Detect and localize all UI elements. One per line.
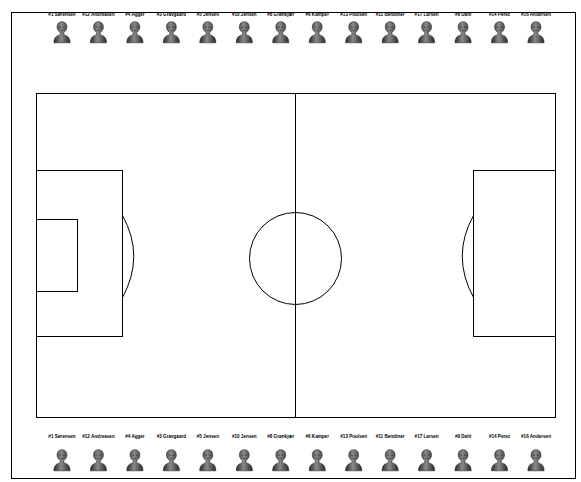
player-name: #1 Sørensen bbox=[48, 434, 75, 440]
player-bust bbox=[163, 22, 179, 43]
player-bust bbox=[127, 450, 143, 471]
player-bust bbox=[346, 450, 362, 471]
player-name: #12 Andreasen bbox=[82, 434, 115, 440]
player-name: #17 Larsen bbox=[415, 12, 439, 18]
player-bust bbox=[127, 22, 143, 43]
player-name: #4 Agger bbox=[125, 12, 145, 18]
player-bust bbox=[491, 450, 507, 471]
player-name: #11 Bendtner bbox=[376, 434, 405, 440]
player-name: #9 Dahl bbox=[455, 12, 471, 18]
player-bust bbox=[54, 450, 70, 471]
player-bust bbox=[528, 22, 544, 43]
player-bust bbox=[382, 22, 398, 43]
player-bust bbox=[382, 450, 398, 471]
player-name: #14 Perez bbox=[489, 434, 510, 440]
player-bust bbox=[455, 450, 471, 471]
player-name: #16 Andersen bbox=[521, 434, 551, 440]
page-border bbox=[12, 13, 576, 479]
player-bust bbox=[309, 450, 325, 471]
player-name: #14 Perez bbox=[489, 12, 510, 18]
player-bust bbox=[273, 450, 289, 471]
player-bust bbox=[236, 22, 252, 43]
player-name: #10 Jensen bbox=[232, 434, 257, 440]
player-bust bbox=[419, 450, 435, 471]
player-name: #5 Jensen bbox=[197, 434, 219, 440]
player-name: #12 Andreasen bbox=[82, 12, 115, 18]
pitch-lines bbox=[37, 94, 556, 418]
player-name: #5 Jensen bbox=[197, 12, 219, 18]
player-bust bbox=[200, 450, 216, 471]
player-name: #10 Jensen bbox=[232, 12, 257, 18]
player-name: #13 Poulsen bbox=[340, 434, 367, 440]
player-bust bbox=[528, 450, 544, 471]
player-name: #6 Kamper bbox=[305, 434, 329, 440]
player-bust bbox=[273, 22, 289, 43]
player-name: #3 Gravgaard bbox=[157, 12, 186, 18]
player-name: #6 Kamper bbox=[305, 12, 329, 18]
player-name: #17 Larsen bbox=[415, 434, 439, 440]
player-bust bbox=[236, 450, 252, 471]
player-name: #9 Dahl bbox=[455, 434, 471, 440]
player-bust bbox=[455, 22, 471, 43]
player-name: #11 Bendtner bbox=[376, 12, 405, 18]
player-bust bbox=[54, 22, 70, 43]
player-name: #13 Poulsen bbox=[340, 12, 367, 18]
player-bust bbox=[419, 22, 435, 43]
player-bust bbox=[90, 450, 106, 471]
player-bust bbox=[200, 22, 216, 43]
player-name: #4 Agger bbox=[125, 434, 145, 440]
player-bust bbox=[491, 22, 507, 43]
player-name: #1 Sørensen bbox=[48, 12, 75, 18]
player-name: #8 Grønkjær bbox=[267, 12, 294, 18]
player-name: #3 Gravgaard bbox=[157, 434, 186, 440]
player-name: #8 Grønkjær bbox=[267, 434, 294, 440]
player-bust bbox=[163, 450, 179, 471]
player-name: #16 Andersen bbox=[521, 12, 551, 18]
player-bust bbox=[309, 22, 325, 43]
player-bust bbox=[90, 22, 106, 43]
player-bust bbox=[346, 22, 362, 43]
